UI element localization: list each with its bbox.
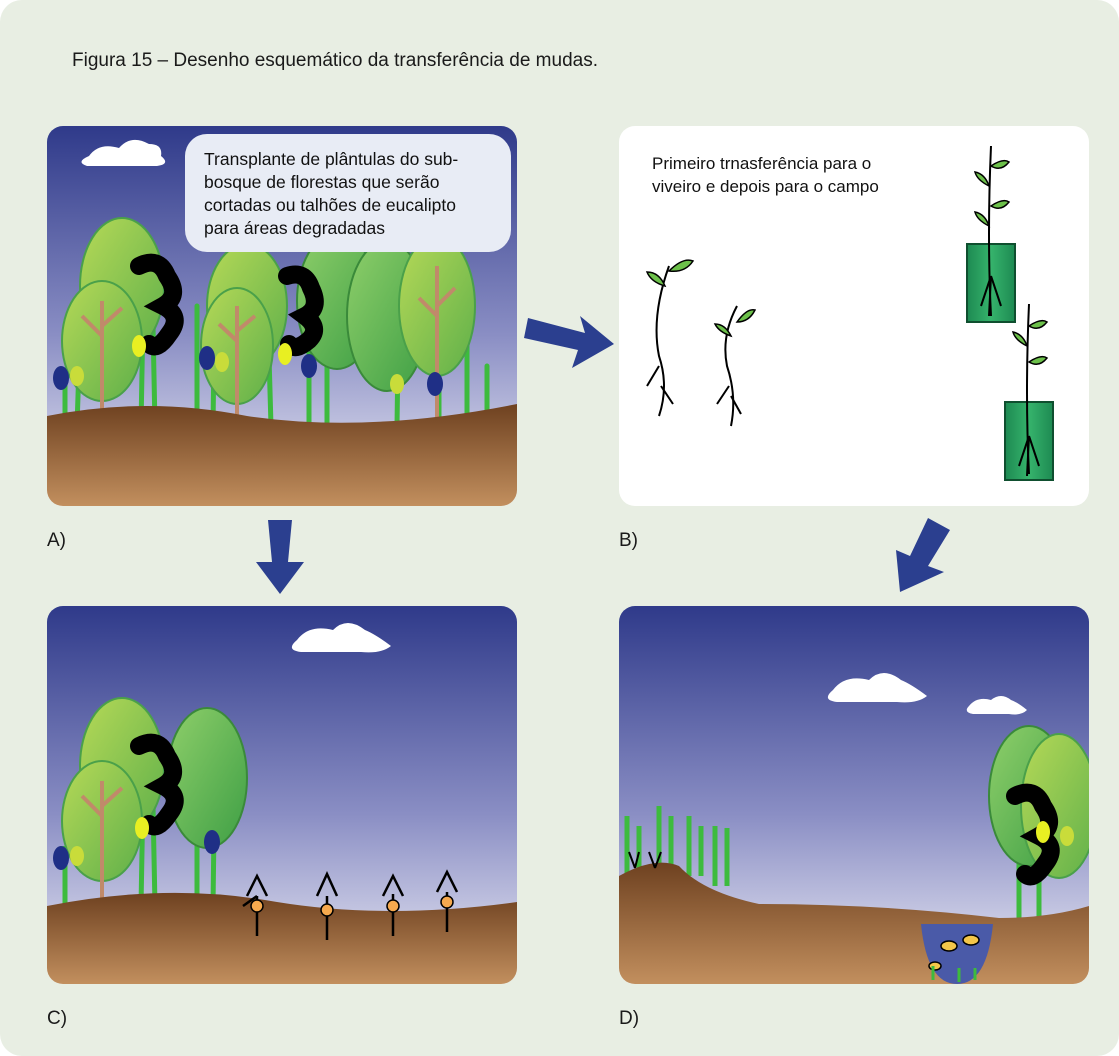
panel-a-forest bbox=[47, 126, 517, 506]
arrow-b-to-d bbox=[896, 518, 950, 592]
speech-bubble bbox=[185, 134, 511, 252]
label-c: C) bbox=[47, 1008, 68, 1029]
label-a: A) bbox=[47, 530, 66, 551]
panel-c-planting bbox=[47, 606, 517, 984]
label-d: D) bbox=[619, 1008, 640, 1029]
arrow-a-to-c bbox=[256, 520, 304, 594]
cloud-shape bbox=[827, 673, 927, 703]
label-b: B) bbox=[619, 530, 638, 551]
cloud-shape bbox=[291, 623, 391, 653]
panel-b-nursery bbox=[619, 126, 1089, 506]
figure-caption: Figura 15 – Desenho esquemático da trans… bbox=[72, 50, 598, 71]
panel-b-note: Primeiro trnasferência para o viveiro e … bbox=[652, 154, 879, 196]
panel-d-field bbox=[619, 606, 1089, 984]
cloud-shape bbox=[81, 139, 166, 166]
panel-a-note: Transplante de plântulas do sub- bosque … bbox=[204, 149, 459, 238]
cloud-shape bbox=[966, 696, 1027, 715]
arrow-a-to-b bbox=[524, 316, 614, 368]
